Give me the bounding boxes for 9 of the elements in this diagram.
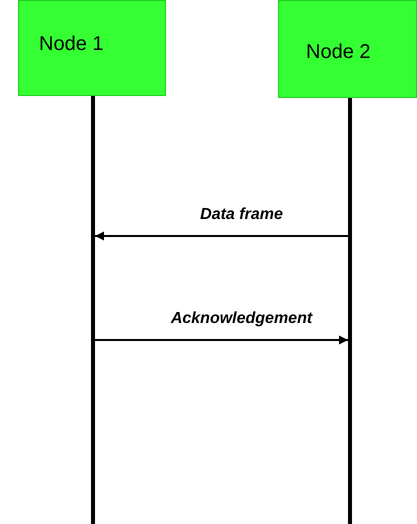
message-arrow [95, 232, 348, 240]
node-label: Node 1 [39, 33, 104, 56]
node-box [18, 0, 166, 96]
node-box [278, 0, 417, 98]
message-arrow [95, 336, 348, 344]
node-label: Node 2 [306, 41, 370, 64]
lifeline-bar [348, 98, 352, 524]
lifeline-bar [91, 96, 95, 524]
edge-label: Acknowledgement [168, 310, 314, 328]
